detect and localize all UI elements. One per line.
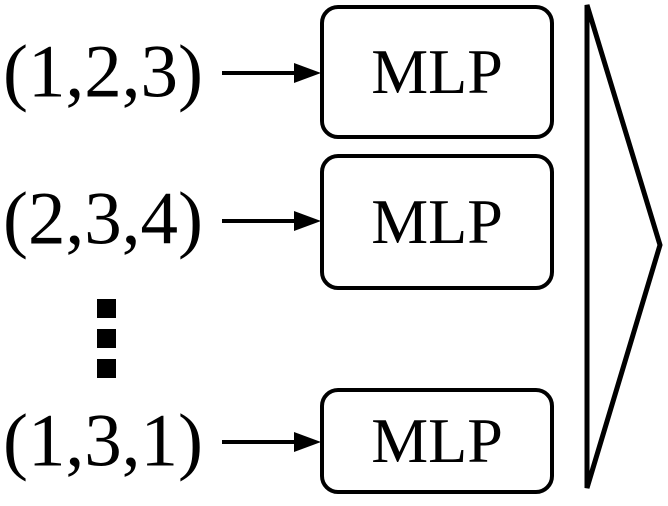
aggregation-triangle-icon: [584, 4, 663, 489]
ellipsis-dot: [97, 329, 116, 348]
arrow-head-icon: [294, 63, 321, 83]
arrow-lines: [222, 71, 300, 444]
ellipsis-dot: [97, 359, 116, 378]
tuple-label: (1,2,3): [3, 30, 203, 114]
mlp-box: MLP: [320, 5, 554, 139]
mlp-box-label: MLP: [371, 186, 503, 257]
arrow-heads: [294, 63, 321, 452]
mlp-box-label: MLP: [371, 36, 503, 107]
ellipsis-dot: [97, 299, 116, 318]
vertical-ellipsis-icon: [97, 299, 116, 378]
tuple-label: (1,3,1): [3, 399, 203, 483]
mlp-box: MLP: [320, 388, 554, 494]
mlp-box: MLP: [320, 154, 554, 290]
arrow-head-icon: [294, 211, 321, 231]
tuple-label: (2,3,4): [3, 177, 203, 261]
arrow-head-icon: [294, 432, 321, 452]
mlp-box-label: MLP: [371, 405, 503, 476]
